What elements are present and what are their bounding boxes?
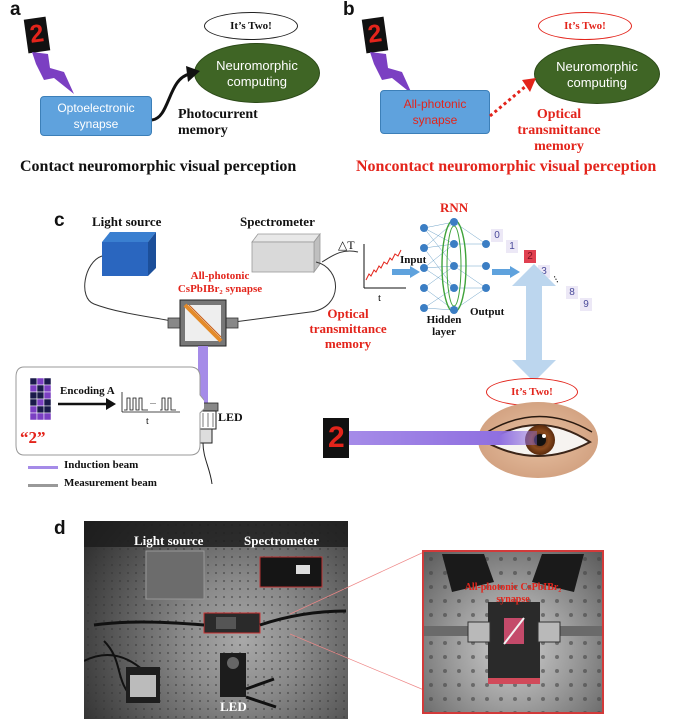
encoding-t-label: t	[146, 416, 149, 427]
zoom-lines	[290, 551, 425, 691]
svg-text:...: ...	[150, 397, 156, 406]
rnn-label: RNN	[440, 200, 469, 215]
panel-d-letter: d	[54, 518, 66, 539]
photocurrent-memory-label: Photocurrent memory	[178, 107, 258, 138]
digit-1: 1	[506, 240, 518, 253]
encoding-arrow	[58, 398, 116, 410]
lightning-icon-a	[32, 52, 74, 94]
inset-synapse-label: All-photonic CsPbIBr₂ synapse	[464, 582, 562, 605]
led-label-c: LED	[218, 410, 243, 424]
all-photonic-synapse-box: All-photonic synapse	[380, 90, 490, 134]
digit-2-card-b: 2	[361, 16, 389, 54]
optoelectronic-synapse-box: Optoelectronic synapse	[40, 96, 152, 136]
optical-transmittance-memory-label-c: Optical transmittance memory	[309, 306, 387, 351]
rnn-network	[420, 218, 490, 314]
digit-2-card-c: 2	[323, 418, 349, 458]
light-source-photo-label: Light source	[134, 533, 204, 548]
speech-bubble-c: It’s Two!	[486, 378, 578, 406]
pulse-train-icon: ...	[121, 392, 180, 413]
spectrometer-label-c: Spectrometer	[240, 214, 315, 229]
lab-photo: Light source Spectrometer LED	[84, 521, 348, 719]
output-label: Output	[470, 306, 505, 318]
encoding-label: Encoding A	[60, 385, 115, 397]
spectrometer-photo-label: Spectrometer	[244, 533, 319, 548]
digit-2-text-c: 2	[328, 421, 345, 454]
double-arrow	[512, 264, 556, 382]
pixel-grid-icon	[30, 378, 52, 421]
dotted-arrow-b	[489, 78, 536, 118]
neuromorphic-computing-ellipse-a: Neuromorphic computing	[194, 43, 320, 103]
led-photo-label: LED	[220, 699, 247, 714]
legend-measurement-label: Measurement beam	[64, 477, 157, 489]
digit-2-text-b: 2	[365, 19, 384, 49]
light-source-cube	[102, 232, 156, 276]
digit-8: 8	[566, 286, 578, 299]
t-axis-label-c: t	[378, 292, 382, 304]
digit-0: 0	[491, 229, 503, 242]
caption-a: Contact neuromorphic visual perception	[20, 158, 297, 175]
digit-2-card: 2	[23, 16, 51, 54]
digit-9: 9	[580, 298, 592, 311]
panel-c-letter: c	[54, 210, 65, 231]
output-arrow	[492, 266, 520, 278]
spectrometer-box	[251, 232, 321, 274]
speech-bubble-a: It’s Two!	[204, 12, 298, 40]
legend-induction-line	[28, 466, 58, 469]
digit-2-text: 2	[27, 19, 46, 49]
caption-b: Noncontact neuromorphic visual perceptio…	[356, 158, 657, 175]
hidden-layer-label: Hidden layer	[426, 314, 462, 338]
light-source-label-c: Light source	[92, 214, 162, 229]
legend-measurement-line	[28, 484, 58, 487]
transmittance-plot	[363, 244, 406, 289]
quoted-two: “2”	[20, 428, 46, 447]
digit-2-highlight: 2	[524, 250, 536, 263]
synapse-label-c: All-photonic CsPbIBr₂ synapse	[177, 270, 263, 295]
speech-bubble-b: It’s Two!	[538, 12, 632, 40]
input-arrow	[392, 266, 420, 278]
curved-arrow-a	[151, 66, 200, 122]
inset-photo: All-photonic CsPbIBr₂ synapse	[422, 550, 604, 714]
legend-induction-label: Induction beam	[64, 459, 139, 471]
panel-b-letter: b	[343, 0, 355, 20]
input-label: Input	[400, 254, 427, 266]
lightning-icon-b	[370, 52, 412, 94]
panel-a-letter: a	[10, 0, 21, 20]
optical-transmittance-memory-label-b: Optical transmittance memory	[517, 107, 601, 154]
encoding-bubble	[15, 366, 204, 456]
delta-t-label: △T	[338, 238, 355, 252]
neuromorphic-computing-ellipse-b: Neuromorphic computing	[534, 44, 660, 104]
induction-beam-to-eye	[349, 431, 537, 445]
